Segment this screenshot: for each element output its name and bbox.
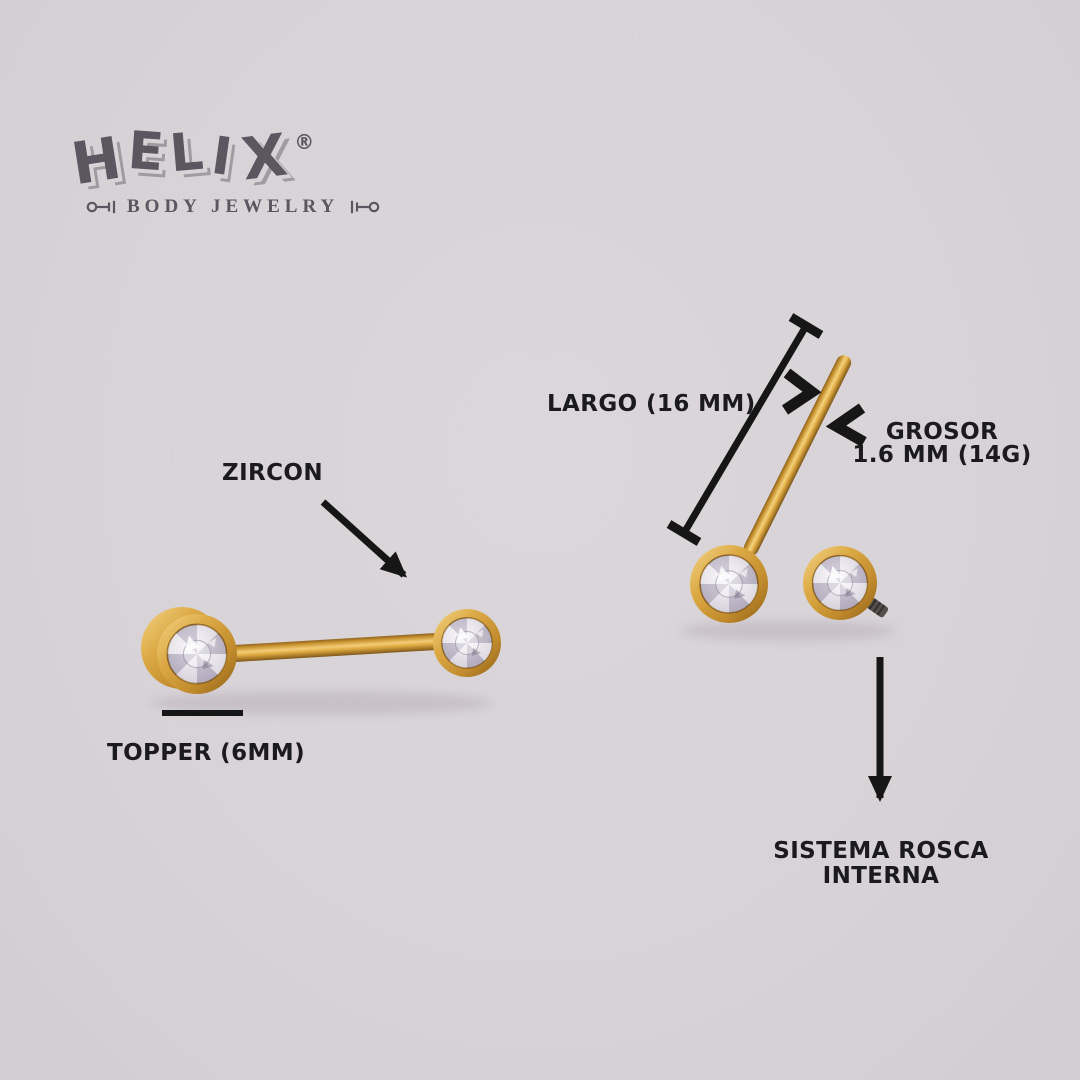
tagline-label: BODY JEWELRY	[127, 196, 340, 217]
disassembled-post	[689, 355, 852, 624]
sistema-label-line1: SISTEMA ROSCA	[773, 838, 989, 864]
post-zircon-topper	[689, 544, 769, 624]
post-bar	[743, 355, 852, 556]
grosor-chevron-right	[825, 403, 867, 447]
barbell-bar	[225, 631, 464, 662]
grosor-chevron-left	[781, 368, 822, 415]
annotation-lines	[162, 313, 892, 802]
zircon-topper-left	[156, 613, 238, 695]
grosor-label-line2: 1.6 MM (14G)	[852, 442, 1032, 468]
zircon-topper-right	[432, 608, 502, 678]
assembled-barbell	[141, 607, 502, 695]
brand-wordmark: HELIX®	[67, 118, 362, 199]
topper-label: TOPPER (6MM)	[107, 740, 305, 766]
loose-topper	[802, 545, 889, 621]
loose-zircon-topper	[802, 545, 878, 621]
registered-trademark-icon: ®	[294, 130, 315, 154]
zircon-arrow	[320, 499, 407, 578]
barbell-icon-right	[351, 200, 380, 214]
barbell-icon-left	[86, 200, 116, 214]
brand-tagline: BODY JEWELRY	[86, 196, 380, 218]
largo-measure-line	[666, 313, 824, 546]
sistema-label-line2: INTERNA	[822, 862, 940, 889]
grosor-label-line1: GROSOR	[885, 419, 999, 445]
sistema-label: SISTEMA ROSCA INTERNA	[750, 839, 1012, 889]
zircon-label: ZIRCON	[222, 460, 324, 486]
brand-logo: HELIX® BODY JEWELRY	[67, 118, 380, 217]
shadow-left-barbell	[150, 691, 494, 715]
grosor-label: GROSOR 1.6 MM (14G)	[852, 421, 1032, 467]
largo-label: LARGO (16 MM)	[547, 391, 756, 417]
shadow-right-parts	[680, 621, 896, 641]
